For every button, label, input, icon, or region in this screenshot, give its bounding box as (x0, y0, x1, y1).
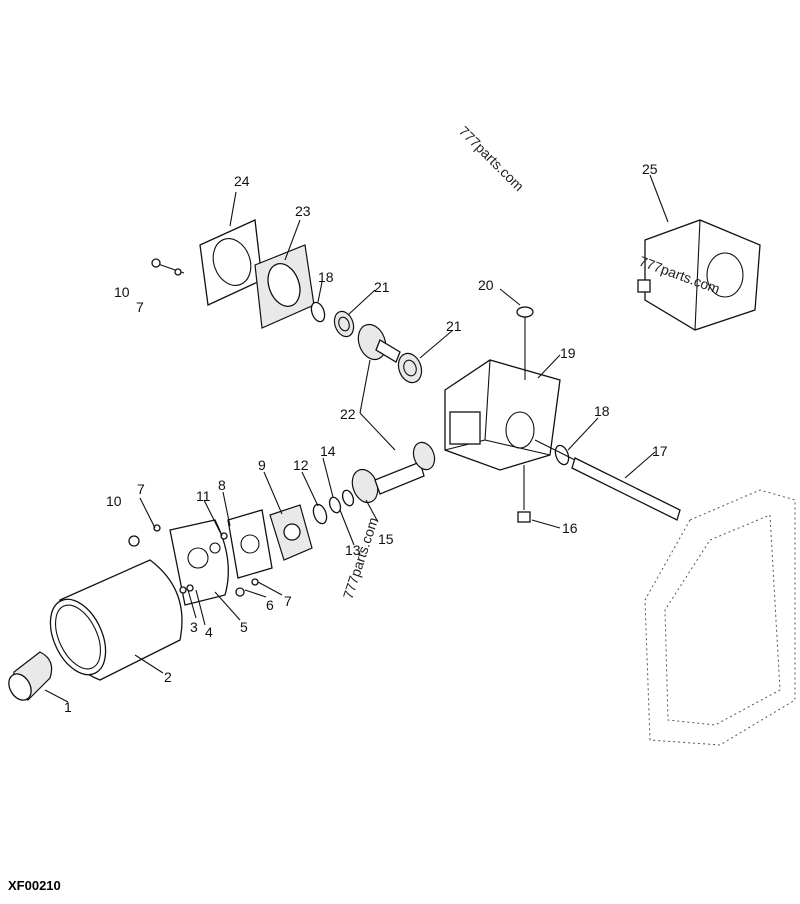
figure-id: XF00210 (8, 878, 61, 893)
label-1: 1 (64, 699, 72, 715)
label-22: 22 (340, 406, 356, 422)
part-24-cover (199, 219, 263, 306)
label-14: 14 (320, 443, 336, 459)
label-10a: 10 (106, 493, 122, 509)
label-21a: 21 (374, 279, 390, 295)
label-16: 16 (562, 520, 578, 536)
label-11: 11 (196, 488, 211, 504)
parts-18-21-bearings (310, 301, 423, 384)
callout-labels: 1 2 3 4 5 6 7 7 7 8 9 10 10 11 12 13 14 … (64, 161, 668, 715)
label-7a: 7 (284, 593, 292, 609)
part-16-plug (517, 465, 531, 523)
parts-12-13-14-rings (312, 489, 355, 525)
part-8-plate (227, 509, 273, 579)
label-19: 19 (560, 345, 576, 361)
label-24: 24 (234, 173, 250, 189)
label-5: 5 (240, 619, 248, 635)
leader-lines (44, 174, 669, 703)
label-10b: 10 (114, 284, 130, 300)
part-1-tube (8, 651, 53, 701)
label-15: 15 (378, 531, 394, 547)
part-5-bracket (169, 519, 229, 606)
label-21b: 21 (446, 318, 462, 334)
label-6: 6 (266, 597, 274, 613)
frame-outline (644, 489, 796, 746)
label-23: 23 (295, 203, 311, 219)
part-17-shaft (534, 439, 681, 521)
part-9-gasket (269, 504, 313, 561)
hardware-bolts (128, 258, 259, 597)
part-25-assembly (637, 219, 761, 331)
part-22-gear (357, 323, 401, 363)
part-20-dipstick (516, 306, 534, 380)
part-15-gear (351, 441, 436, 504)
label-17: 17 (652, 443, 668, 459)
label-25: 25 (642, 161, 658, 177)
watermark-top: 777parts.com (456, 123, 527, 194)
label-3: 3 (190, 619, 198, 635)
part-2-cylinder (49, 559, 183, 681)
label-8: 8 (218, 477, 226, 493)
label-9: 9 (258, 457, 266, 473)
label-13: 13 (345, 542, 361, 558)
label-7b: 7 (137, 481, 145, 497)
label-18a: 18 (318, 269, 334, 285)
watermark-middle: 777parts.com (340, 515, 381, 601)
label-2: 2 (164, 669, 172, 685)
label-18b: 18 (594, 403, 610, 419)
label-20: 20 (478, 277, 494, 293)
label-12: 12 (293, 457, 309, 473)
part-18-seal-right (554, 444, 570, 466)
part-19-gearbox (444, 359, 561, 471)
part-23-gasket (254, 244, 315, 329)
label-7c: 7 (136, 299, 144, 315)
label-4: 4 (205, 624, 213, 640)
